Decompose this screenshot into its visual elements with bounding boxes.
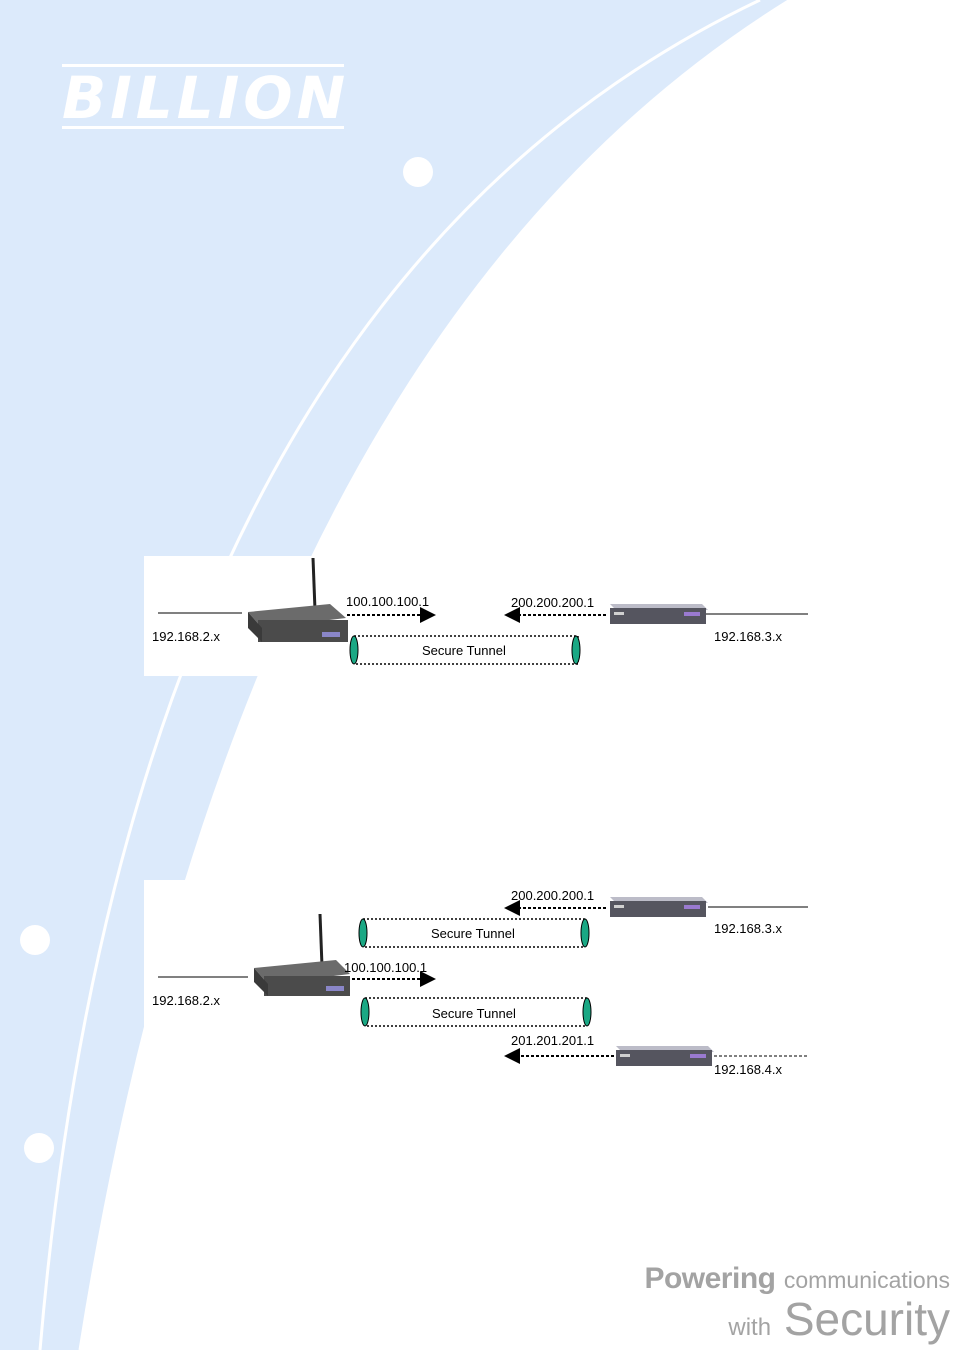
tagline-security: Security [784, 1293, 950, 1345]
left-lan-label: 192.168.2.x [152, 993, 220, 1008]
vpn-gateway-icon [610, 897, 708, 917]
vpn-gateway-icon [616, 1046, 714, 1066]
tunnel2-label: Secure Tunnel [432, 1006, 516, 1021]
tagline-with: with [728, 1314, 771, 1341]
tunnel1-label: Secure Tunnel [431, 926, 515, 941]
tagline-line1: Powering communications [644, 1262, 950, 1296]
remote1-wan-label: 200.200.200.1 [511, 888, 594, 903]
wireless-router-icon [254, 914, 350, 996]
remote2-wan-label: 201.201.201.1 [511, 1033, 594, 1048]
tagline-communications: communications [784, 1267, 950, 1293]
tagline-powering: Powering [644, 1262, 775, 1295]
remote2-lan-label: 192.168.4.x [714, 1062, 782, 1077]
remote1-lan-label: 192.168.3.x [714, 921, 782, 936]
tagline-line2: with Security [728, 1292, 950, 1346]
local-wan-label: 100.100.100.1 [344, 960, 427, 975]
